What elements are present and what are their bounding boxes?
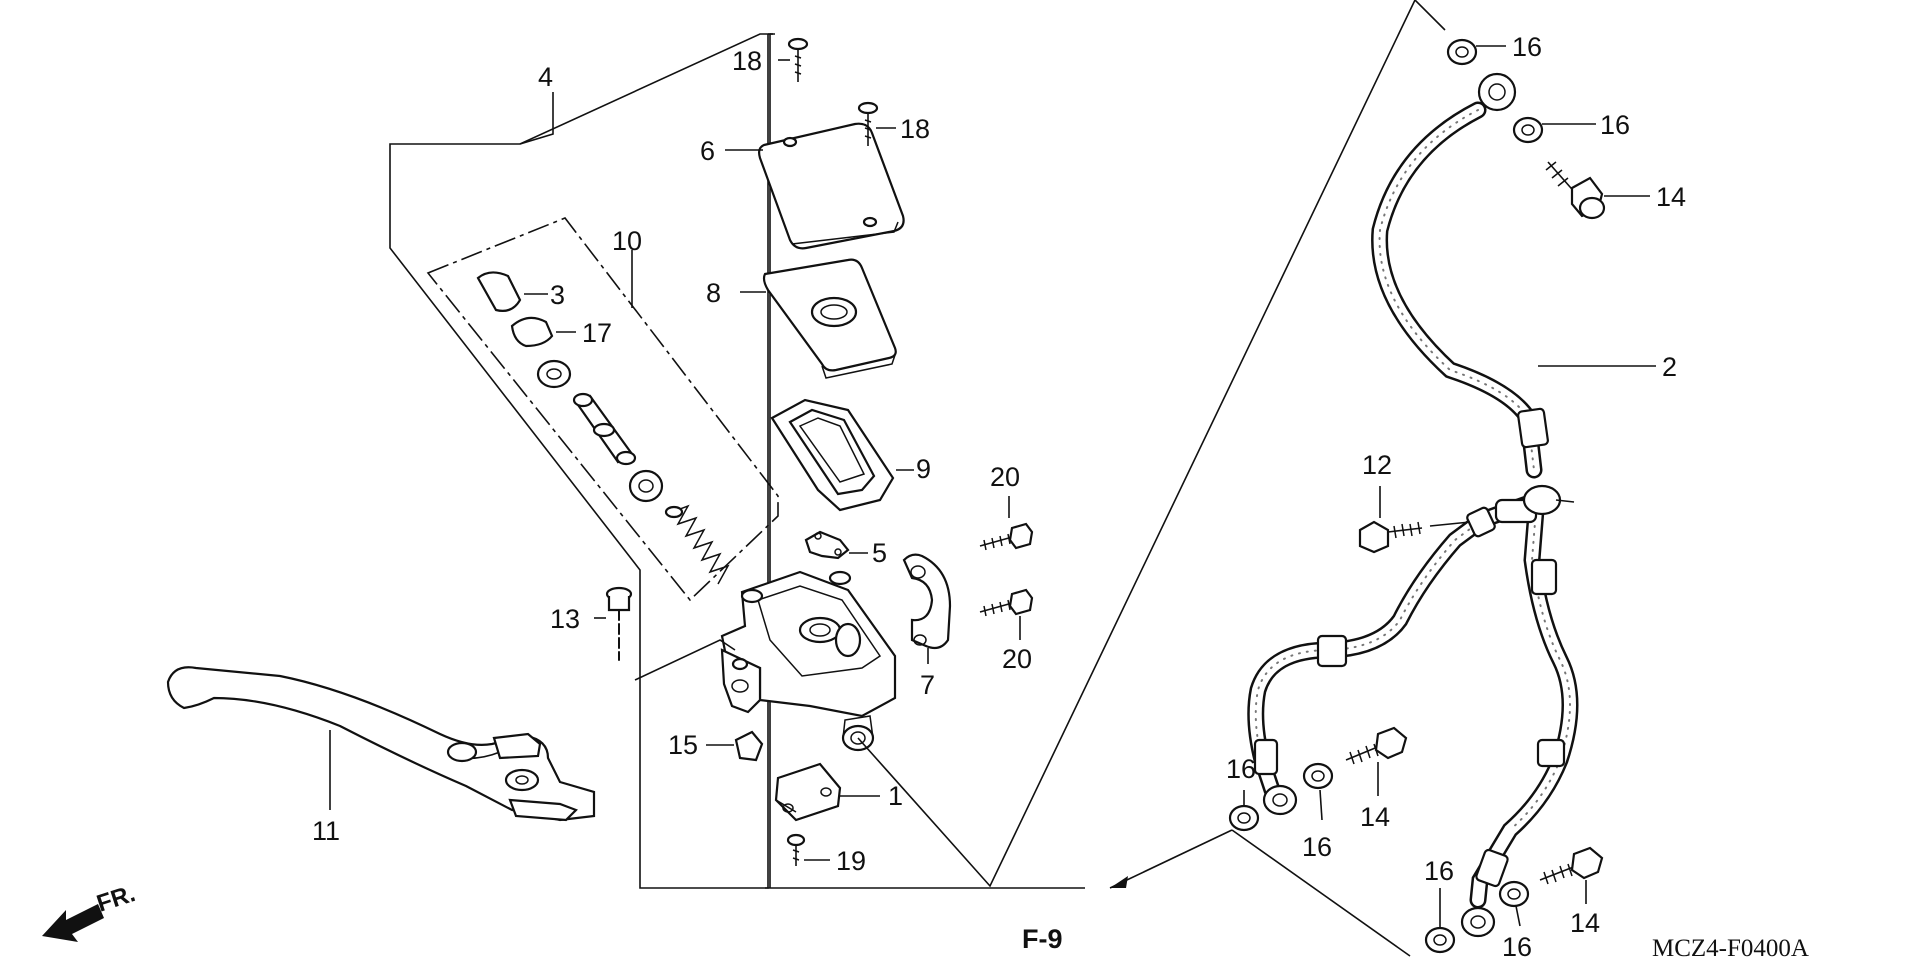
- spring: [664, 504, 730, 585]
- callout-8: 8: [706, 278, 721, 308]
- bolt-14-top: [1545, 161, 1650, 220]
- dust-boot: [476, 271, 548, 312]
- callout-labels: 1 2 3 4 5 6 7 8 9 10 11 12 13 14 14 14 1…: [94, 32, 1809, 960]
- callout-20-lower: 20: [1002, 644, 1032, 674]
- bolt-14-mid: [1345, 726, 1408, 796]
- cup: [628, 469, 664, 503]
- brake-lever: [166, 666, 596, 822]
- leader-4: [519, 92, 554, 145]
- callout-14-low: 14: [1570, 908, 1600, 938]
- callout-16-mid: 16: [1302, 832, 1332, 862]
- circlip: [510, 316, 576, 348]
- callout-16-right: 16: [1600, 110, 1630, 140]
- cap: [706, 730, 764, 762]
- callout-16-left: 16: [1226, 754, 1256, 784]
- callout-18-right: 18: [900, 114, 930, 144]
- callout-2: 2: [1662, 352, 1677, 382]
- callout-6: 6: [700, 136, 715, 166]
- washer-16-right: [1512, 116, 1596, 144]
- bolt-12: [1358, 486, 1471, 554]
- callout-15: 15: [668, 730, 698, 760]
- callout-10: 10: [612, 226, 642, 256]
- callout-17: 17: [582, 318, 612, 348]
- callout-1: 1: [888, 781, 903, 811]
- holder: [902, 553, 952, 664]
- callout-18-top: 18: [732, 46, 762, 76]
- pivot-bolt: [594, 586, 633, 661]
- figure-reference: F-9: [1022, 924, 1063, 954]
- stop-switch: [774, 762, 880, 822]
- clip: [804, 530, 868, 560]
- master-cylinder-body: [720, 570, 897, 752]
- callout-14-top: 14: [1656, 182, 1686, 212]
- washer-16-lowright: [1498, 880, 1530, 927]
- callout-19: 19: [836, 846, 866, 876]
- reservoir-plate: [740, 258, 897, 379]
- callout-3: 3: [550, 280, 565, 310]
- bolt-20-upper: [979, 496, 1034, 551]
- diagram-code: MCZ4-F0400A: [1652, 935, 1809, 960]
- callout-16-top: 16: [1512, 32, 1542, 62]
- piston-kit-outline: [426, 217, 779, 602]
- callout-16-lowright: 16: [1502, 932, 1532, 960]
- bolt-20-lower: [979, 588, 1034, 640]
- callout-20-upper: 20: [990, 462, 1020, 492]
- washer-16-top: [1446, 38, 1506, 66]
- callout-16-lowleft: 16: [1424, 856, 1454, 886]
- piston: [572, 392, 637, 466]
- washer-16-lowleft: [1424, 888, 1456, 954]
- piston-seal: [536, 359, 572, 389]
- callout-13: 13: [550, 604, 580, 634]
- callout-5: 5: [872, 538, 887, 568]
- callout-11: 11: [312, 816, 340, 846]
- callout-4: 4: [538, 62, 553, 92]
- reference-lines: [857, 0, 1446, 957]
- brake-hose: [1247, 72, 1656, 938]
- callout-12: 12: [1362, 450, 1392, 480]
- lever-leader: [634, 639, 736, 681]
- front-indicator-label: FR.: [94, 880, 139, 918]
- washer-16-mid: [1302, 762, 1334, 821]
- front-arrow-icon: [42, 904, 104, 942]
- screw-19: [786, 833, 830, 866]
- reservoir-cover: [725, 122, 905, 250]
- diaphragm: [770, 398, 914, 512]
- screw-18-top: [778, 37, 809, 82]
- callout-14-mid: 14: [1360, 802, 1390, 832]
- callout-7: 7: [920, 670, 935, 700]
- screw-18-right: [857, 101, 896, 146]
- washer-16-left: [1228, 790, 1260, 832]
- callout-9: 9: [916, 454, 931, 484]
- bolt-14-low: [1539, 846, 1604, 904]
